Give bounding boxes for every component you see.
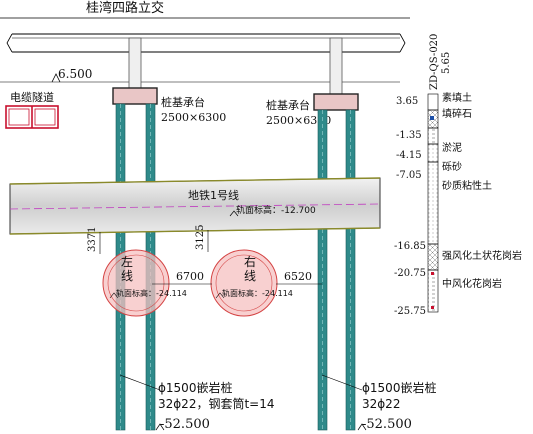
tunnel-left — [102, 249, 170, 317]
tunnel-right-rail-level: 轨面标高：-24.114 — [222, 288, 293, 298]
bh-elev-2: -1.35 — [396, 130, 422, 141]
diagram-title: 桂湾四路立交 — [86, 0, 164, 16]
cable-tunnel — [5, 105, 59, 129]
tunnel-right-label-1: 右 — [244, 254, 256, 269]
bh-layer-3: 淤泥 — [442, 141, 462, 154]
pile-right-bottom: -52.500 — [362, 417, 412, 432]
road-elevation: 6.500 — [58, 67, 92, 81]
spacing-1-text: 6700 — [176, 270, 204, 283]
tunnel-left-rail-level: 轨面标高：-24.114 — [116, 288, 187, 298]
clear-dist-left: 3371 — [87, 227, 101, 254]
pile-right-rebar: 32ϕ22 — [362, 397, 400, 411]
pile-group-right — [317, 109, 356, 431]
pile-right-b — [345, 109, 356, 431]
tunnel-right — [210, 249, 278, 317]
pile-right-bottom-marker — [357, 423, 367, 431]
pile-cap-right-label: 桩基承台 — [266, 98, 310, 112]
bh-elev-9: -20.75 — [394, 268, 426, 279]
pile-right-type: ϕ1500嵌岩桩 — [362, 380, 436, 395]
tunnel-left-label-2: 线 — [121, 269, 133, 283]
clear-dist-right-text: 3125 — [195, 225, 206, 250]
borehole-column — [427, 93, 439, 313]
pile-cap-left-size: 2500×6300 — [161, 111, 226, 124]
clear-dist-right: 3125 — [195, 225, 209, 252]
pile-right-leader — [321, 374, 363, 391]
metro-rail-level: 轨面标高：-12.700 — [236, 204, 316, 216]
pile-right-a — [317, 109, 328, 431]
tunnel-right-rail-marker — [215, 292, 225, 299]
bh-layer-1: 填碎石 — [442, 107, 472, 120]
pile-left-type: ϕ1500嵌岩桩 — [158, 380, 232, 395]
bh-layer-6: 砂质粘性土 — [442, 179, 492, 192]
bh-elev-0: 3.65 — [396, 96, 418, 107]
pile-cap-left — [112, 87, 158, 105]
metro-label: 地铁1号线 — [188, 188, 239, 202]
metro-line-1 — [9, 177, 381, 235]
bh-layer-10: 中风化花岗岩 — [442, 277, 502, 290]
bh-elev-5: -7.05 — [396, 170, 422, 181]
pile-cap-right-size: 2500×6300 — [266, 114, 331, 127]
pile-left-leader — [119, 374, 161, 391]
elevation-marker — [51, 73, 61, 83]
bridge-deck — [6, 33, 406, 53]
pile-cap-right — [313, 93, 359, 111]
bh-elev-4: -4.15 — [396, 150, 422, 161]
clear-dist-left-text: 3371 — [87, 227, 98, 252]
pier-right — [329, 37, 343, 95]
bh-layer-8: 强风化土状花岗岩 — [442, 249, 522, 262]
bh-elev-11: -25.75 — [394, 306, 426, 317]
metro-rail-marker — [229, 210, 239, 217]
tunnel-left-label-1: 左 — [121, 254, 133, 269]
borehole-id: ZD-QS-020 — [429, 34, 440, 90]
bh-layer-0: 素填土 — [442, 91, 472, 104]
pile-left-bottom: -52.500 — [160, 417, 210, 432]
pier-left — [128, 37, 142, 89]
spacing-2-text: 6520 — [284, 270, 312, 283]
bh-elev-7: -16.85 — [394, 241, 426, 252]
pile-cap-left-label: 桩基承台 — [161, 95, 205, 109]
bh-layer-4: 砾砂 — [442, 160, 462, 173]
borehole-top: 5.65 — [441, 52, 452, 74]
tunnel-left-rail-marker — [109, 292, 119, 299]
cable-tunnel-label: 电缆隧道 — [10, 90, 54, 104]
pile-left-rebar: 32ϕ22，钢套筒t=14 — [158, 396, 275, 411]
tunnel-right-label-2: 线 — [244, 269, 256, 283]
pile-left-bottom-marker — [155, 423, 165, 431]
